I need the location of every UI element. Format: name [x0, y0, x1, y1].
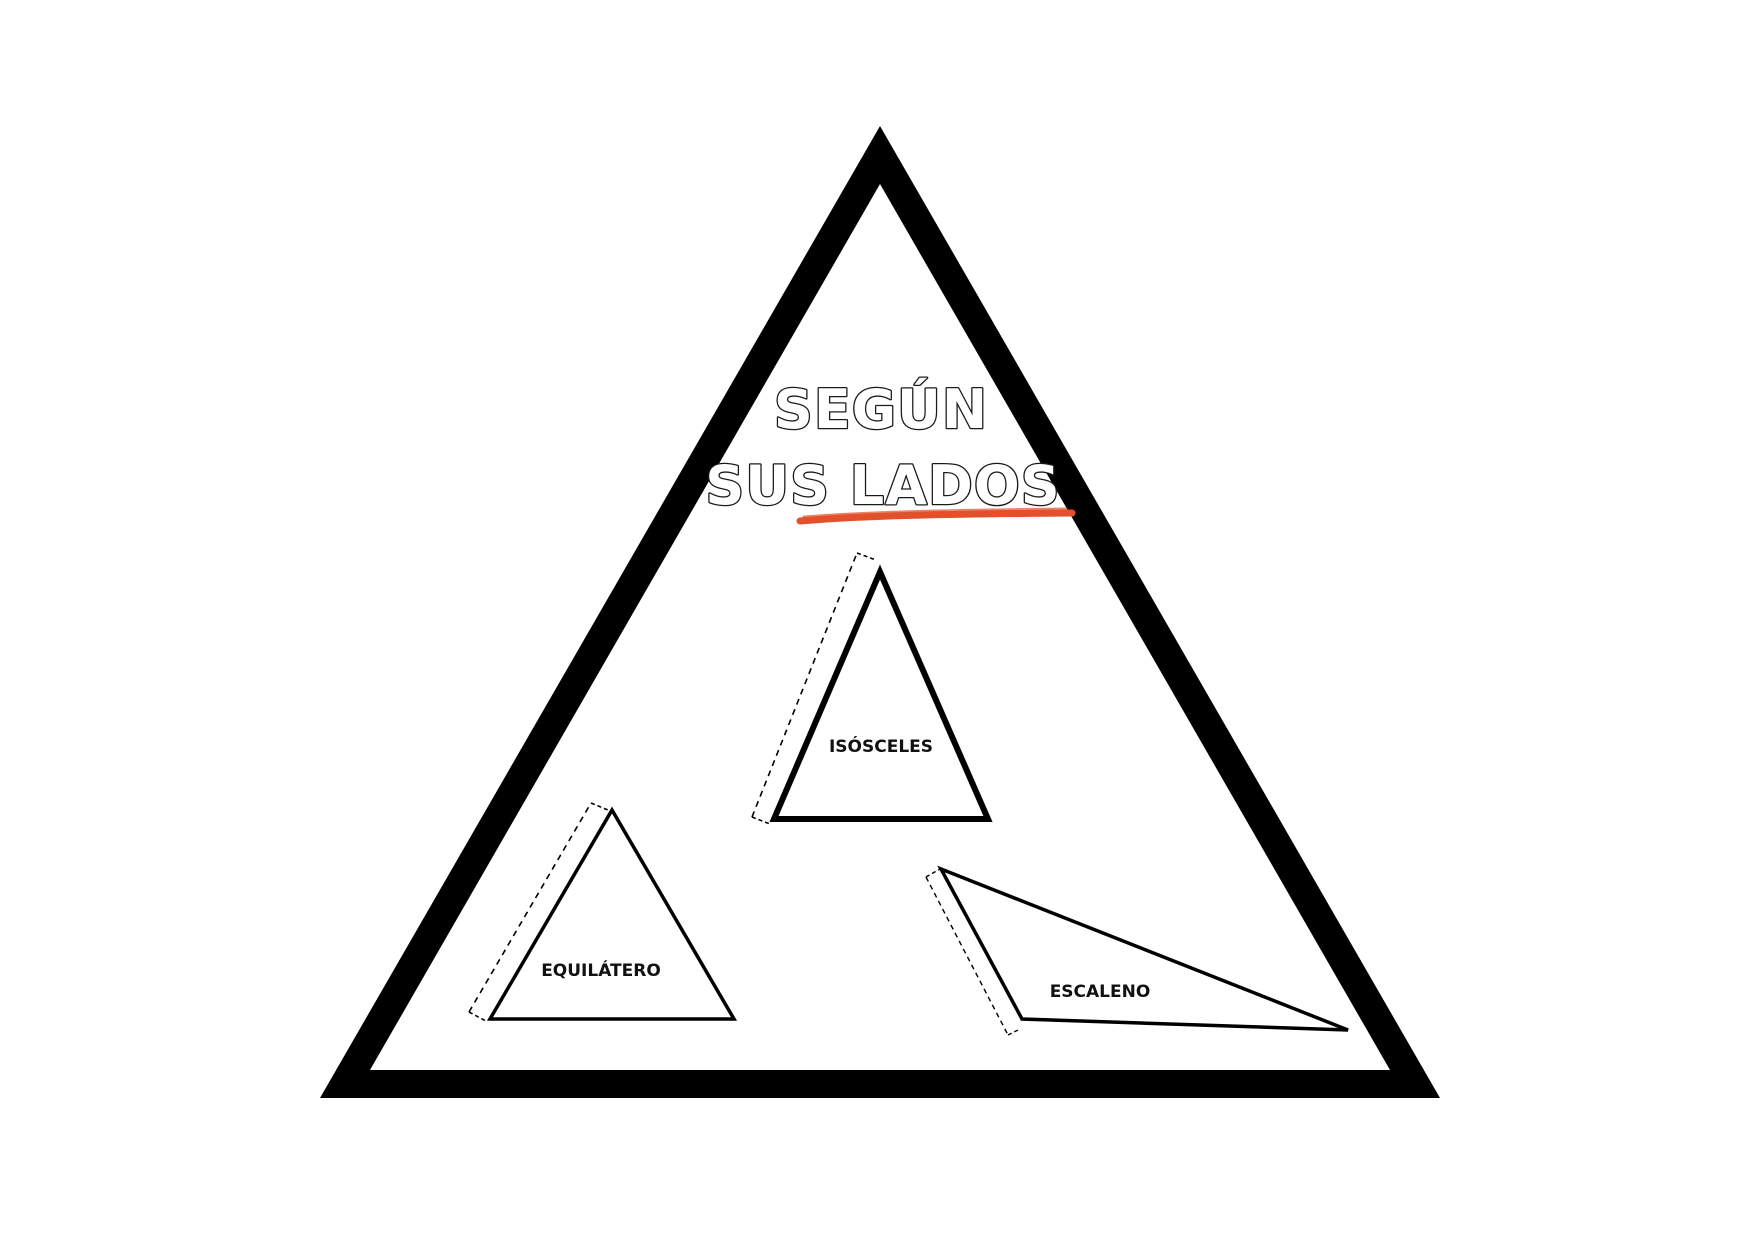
equilateral-dashed-cap-bottom — [468, 1011, 487, 1022]
scalene-dashed-cap-top — [925, 868, 941, 878]
isosceles-label: ISÓSCELES — [829, 735, 933, 757]
scalene-dashed-cap-bottom — [1007, 1028, 1021, 1036]
title-line-2: SUS LADOS — [705, 454, 1060, 517]
scalene-label: ESCALENO — [1050, 982, 1151, 1002]
scalene-dashed-side — [925, 876, 1009, 1036]
equilateral-triangle — [486, 806, 738, 1021]
isosceles-dashed-cap-bottom — [751, 816, 771, 825]
equilateral-label: EQUILÁTERO — [541, 959, 661, 981]
isosceles-dashed-cap-top — [856, 552, 877, 561]
isosceles-triangle — [769, 564, 993, 822]
scalene-triangle — [937, 865, 1349, 1032]
title-underline — [796, 509, 1076, 525]
equilateral-dashed-side — [468, 802, 592, 1013]
isosceles-dashed-side — [751, 552, 858, 818]
title-underline-texture — [802, 507, 1068, 519]
title-line-1: SEGÚN — [774, 378, 988, 441]
equilateral-dashed-cap-top — [590, 802, 609, 811]
